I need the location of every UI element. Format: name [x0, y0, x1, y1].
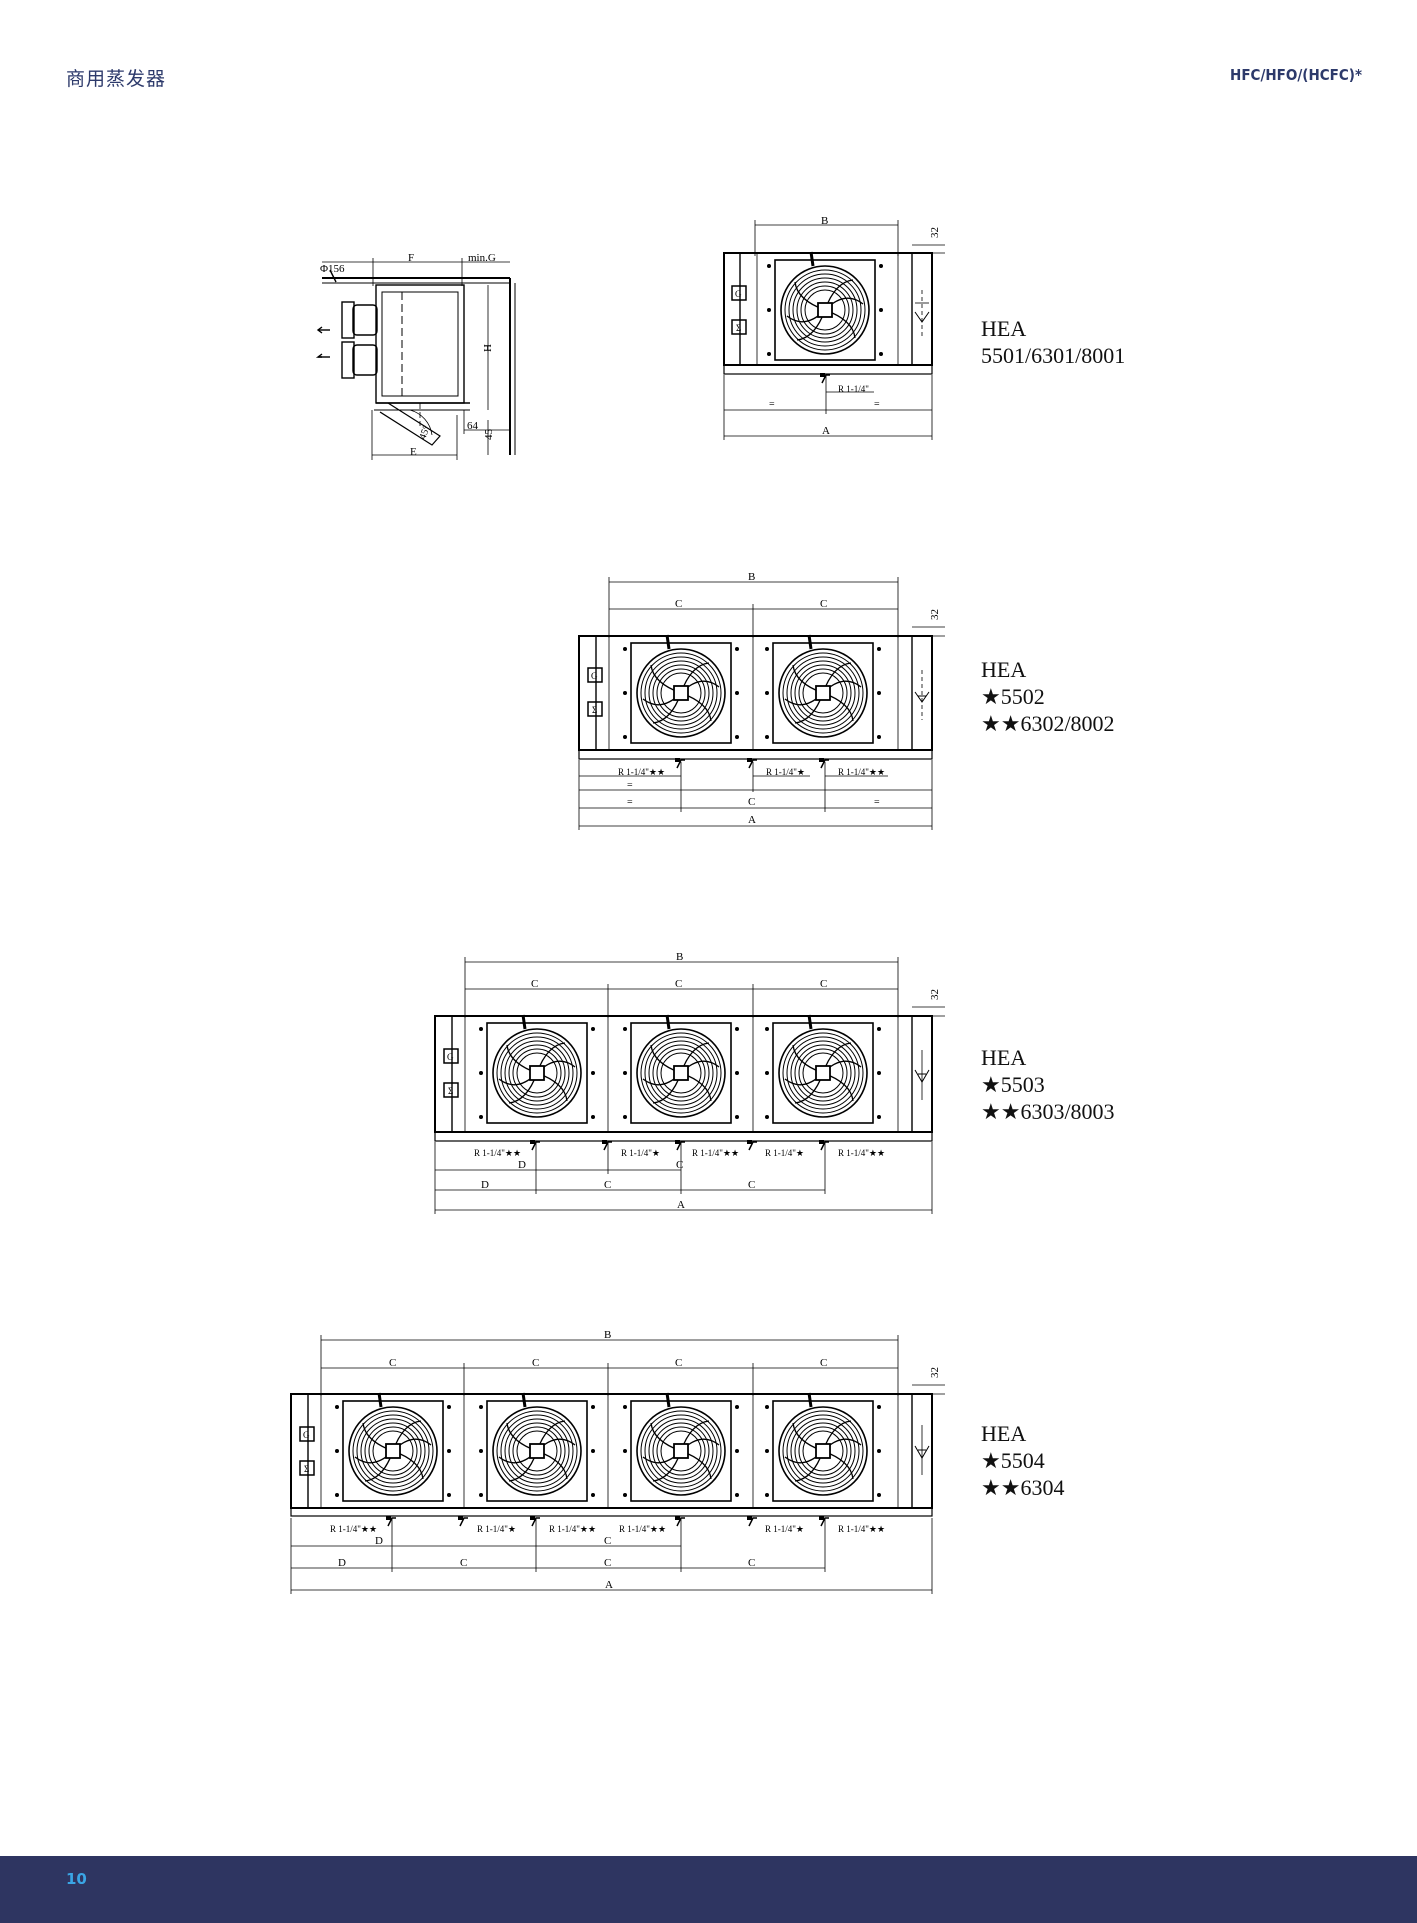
unit2-dim-c1: C — [675, 598, 682, 610]
unit1-dim-a: A — [822, 425, 830, 437]
unit3-dim-b: B — [676, 951, 683, 963]
unit3-dim-a: A — [677, 1199, 685, 1211]
unit2-pipe-2: R 1-1/4"★ — [766, 767, 805, 777]
unit1-eq-right: = — [874, 399, 880, 410]
unit4-pipe-1: R 1-1/4"★★ — [330, 1524, 377, 1534]
unit1-eq-left: = — [769, 399, 775, 410]
model-label-3: HEA ★5503 ★★6303/8003 — [981, 1044, 1115, 1125]
unit4-dim-c3: C — [675, 1357, 682, 1369]
model-numbers: ★5503 — [981, 1072, 1045, 1097]
model-label-2: HEA ★5502 ★★6302/8002 — [981, 656, 1115, 737]
unit4-dim-c5: C — [604, 1535, 611, 1547]
page-number: 10 — [66, 1870, 87, 1888]
unit2-eq-2: = — [627, 797, 633, 808]
unit3-pipe-2: R 1-1/4"★ — [621, 1148, 660, 1158]
unit4-dim-b: B — [604, 1329, 611, 1341]
model-numbers: 5501/6301/8001 — [981, 343, 1126, 368]
model-numbers: ★★6304 — [981, 1475, 1065, 1500]
unit4-dim-c6: C — [460, 1557, 467, 1569]
side-view-f-dim: F — [408, 252, 414, 264]
unit2-eq-3: = — [874, 797, 880, 808]
unit2-dim-b: B — [748, 571, 755, 583]
model-numbers: ★★6303/8003 — [981, 1099, 1115, 1124]
unit4-pipe-5: R 1-1/4"★ — [765, 1524, 804, 1534]
unit3-dim-c4: C — [676, 1159, 683, 1171]
unit3-dim-c3: C — [820, 978, 827, 990]
unit-drawing-3 — [434, 957, 945, 1214]
unit3-dim-d2: D — [481, 1179, 489, 1191]
unit4-dim-c1: C — [389, 1357, 396, 1369]
unit4-dim-d1: D — [375, 1535, 383, 1547]
model-series: HEA — [981, 1045, 1027, 1070]
unit-drawing-1 — [723, 220, 945, 440]
unit4-dim-d2: D — [338, 1557, 346, 1569]
model-label-4: HEA ★5504 ★★6304 — [981, 1420, 1064, 1501]
unit4-dim-c4: C — [820, 1357, 827, 1369]
header-refrigerants: HFC/HFO/(HCFC)* — [1230, 66, 1362, 84]
unit4-dim-c7: C — [604, 1557, 611, 1569]
unit3-dim-c6: C — [748, 1179, 755, 1191]
header-title: 商用蒸发器 — [66, 68, 167, 90]
unit2-dim-32: 32 — [929, 609, 941, 620]
side-view-diameter: Φ156 — [320, 263, 345, 275]
model-numbers: ★5504 — [981, 1448, 1045, 1473]
unit1-dim-b: B — [821, 215, 828, 227]
unit3-pipe-5: R 1-1/4"★★ — [838, 1148, 885, 1158]
unit3-pipe-1: R 1-1/4"★★ — [474, 1148, 521, 1158]
unit3-dim-32: 32 — [929, 989, 941, 1000]
unit1-dim-32: 32 — [929, 227, 941, 238]
side-view-e-dim: E — [410, 446, 417, 458]
unit-drawing-4 — [290, 1335, 945, 1594]
unit3-dim-c5: C — [604, 1179, 611, 1191]
unit3-pipe-4: R 1-1/4"★ — [765, 1148, 804, 1158]
side-view-64-dim: 64 — [467, 420, 479, 432]
model-numbers: ★5502 — [981, 684, 1045, 709]
unit3-dim-d1: D — [518, 1159, 526, 1171]
unit3-dim-c2: C — [675, 978, 682, 990]
side-view-angle: 45° — [417, 424, 432, 441]
side-view-h-dim: H — [482, 344, 494, 352]
unit4-pipe-4: R 1-1/4"★★ — [619, 1524, 666, 1534]
unit3-dim-c1: C — [531, 978, 538, 990]
unit4-dim-32: 32 — [929, 1367, 941, 1378]
unit3-pipe-3: R 1-1/4"★★ — [692, 1148, 739, 1158]
model-label-1: HEA 5501/6301/8001 — [981, 315, 1125, 369]
unit4-pipe-2: R 1-1/4"★ — [477, 1524, 516, 1534]
unit2-eq-1: = — [627, 780, 633, 791]
unit2-dim-c2: C — [820, 598, 827, 610]
unit4-dim-a: A — [605, 1579, 613, 1591]
side-view-drawing — [315, 258, 516, 460]
model-series: HEA — [981, 1421, 1027, 1446]
model-series: HEA — [981, 657, 1027, 682]
unit2-pipe-1: R 1-1/4"★★ — [618, 767, 665, 777]
side-view-45-dim: 45 — [483, 429, 495, 441]
unit4-dim-c2: C — [532, 1357, 539, 1369]
model-numbers: ★★6302/8002 — [981, 711, 1115, 736]
unit1-pipe: R 1-1/4" — [838, 384, 869, 394]
unit4-pipe-6: R 1-1/4"★★ — [838, 1524, 885, 1534]
unit2-dim-c3: C — [748, 796, 755, 808]
unit-drawing-2 — [578, 577, 945, 830]
unit4-pipe-3: R 1-1/4"★★ — [549, 1524, 596, 1534]
footer-bar — [0, 1856, 1417, 1923]
unit2-pipe-3: R 1-1/4"★★ — [838, 767, 885, 777]
unit2-dim-a: A — [748, 814, 756, 826]
unit4-dim-c8: C — [748, 1557, 755, 1569]
model-series: HEA — [981, 316, 1027, 341]
side-view-ming-dim: min.G — [468, 252, 496, 264]
